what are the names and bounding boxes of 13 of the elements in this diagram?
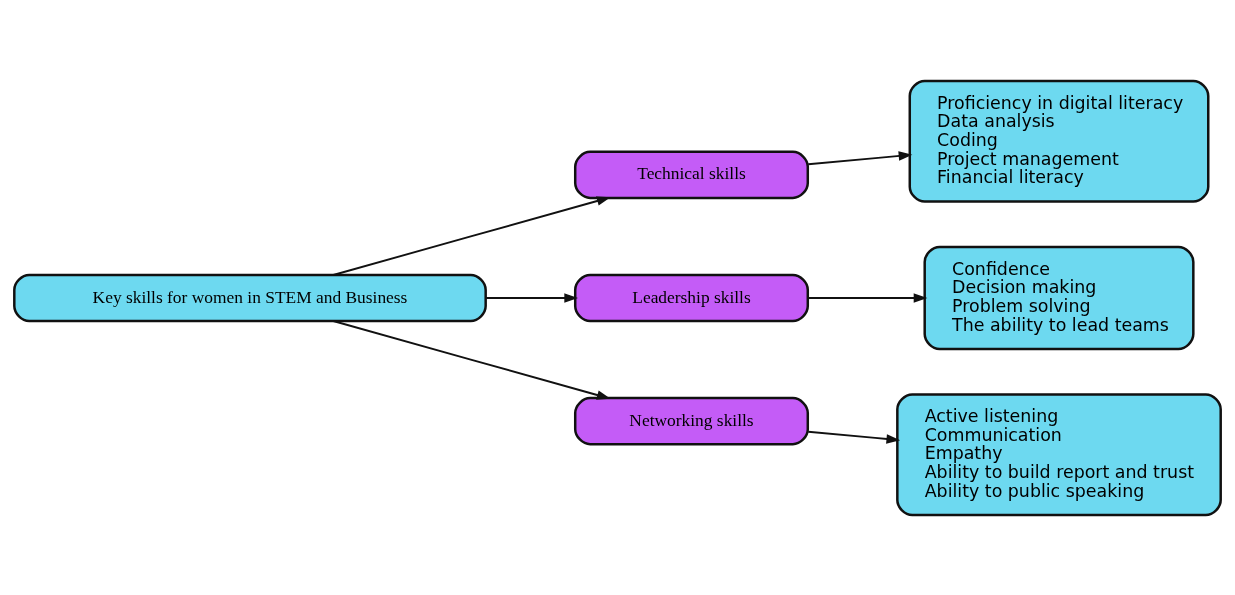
arrow <box>332 319 611 400</box>
node-box: Networking skills <box>573 396 810 445</box>
arrow <box>484 292 579 303</box>
arrow <box>332 195 611 276</box>
node-box: Technical skills <box>573 150 810 199</box>
arrow <box>807 150 913 165</box>
arrow <box>807 430 901 444</box>
node-box: Confidence Decision making Problem solving The ability to lead teams <box>923 245 1195 350</box>
node-box: Proficiency in digital literacy Data analysis Coding Project management Financial literacy <box>908 79 1210 203</box>
node-box: Leadership skills <box>573 273 810 322</box>
node-box: Active listening Communication Empathy Ability to build report and trust Ability to public speaking <box>896 392 1222 516</box>
arrow <box>807 292 928 303</box>
node-box: Key skills for women in STEM and Business <box>13 273 487 322</box>
